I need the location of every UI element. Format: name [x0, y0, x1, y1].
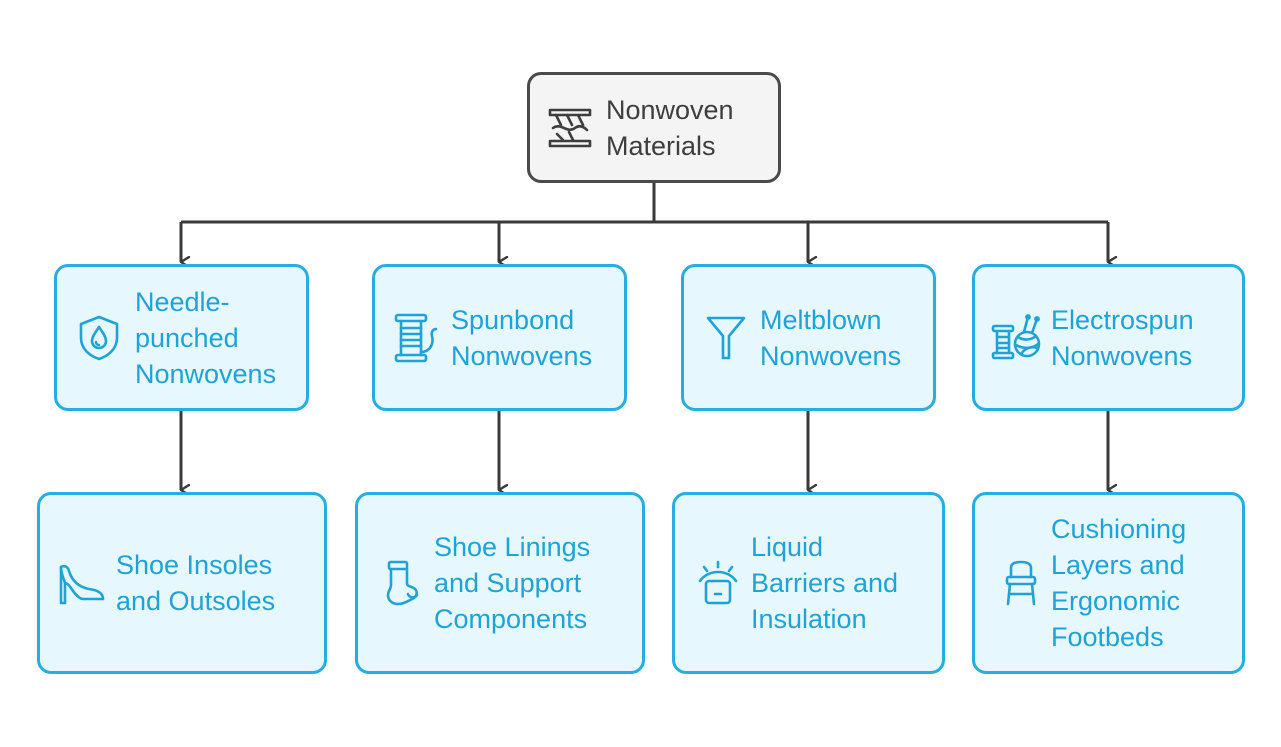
- category-label: Needle- punched Nonwovens: [135, 286, 277, 389]
- category-meltblown: Meltblown Nonwovens: [681, 264, 936, 411]
- funnel-icon: [702, 314, 750, 362]
- thread-spool-icon: [391, 312, 441, 364]
- category-spunbond: Spunbond Nonwovens: [372, 264, 627, 411]
- category-needle-punched: Needle- punched Nonwovens: [54, 264, 309, 411]
- lamp-icon: [693, 559, 743, 607]
- textile-machine-icon: [546, 106, 594, 150]
- application-label: Shoe Insoles and Outsoles: [116, 550, 276, 616]
- application-shoe-insoles: Shoe Insoles and Outsoles: [37, 492, 327, 674]
- application-liquid-barriers: Liquid Barriers and Insulation: [672, 492, 945, 674]
- yarn-and-spool-icon: [991, 313, 1043, 362]
- sock-icon: [378, 559, 426, 607]
- water-drop-shield-icon: [75, 314, 123, 362]
- category-label: Meltblown Nonwovens: [760, 304, 902, 371]
- category-electrospun: Electrospun Nonwovens: [972, 264, 1245, 411]
- root-label: Nonwoven Materials: [606, 94, 734, 161]
- application-label: Cushioning Layers and Ergonomic Footbeds: [1051, 514, 1187, 652]
- application-cushioning: Cushioning Layers and Ergonomic Footbeds: [972, 492, 1245, 674]
- application-label: Shoe Linings and Support Components: [434, 532, 591, 634]
- application-shoe-linings: Shoe Linings and Support Components: [355, 492, 645, 674]
- chair-icon: [999, 559, 1043, 607]
- category-label: Electrospun Nonwovens: [1051, 304, 1194, 371]
- category-label: Spunbond Nonwovens: [451, 304, 593, 371]
- root-node-nonwoven-materials: Nonwoven Materials: [527, 72, 781, 183]
- application-label: Liquid Barriers and Insulation: [751, 532, 899, 634]
- high-heel-shoe-icon: [56, 561, 108, 605]
